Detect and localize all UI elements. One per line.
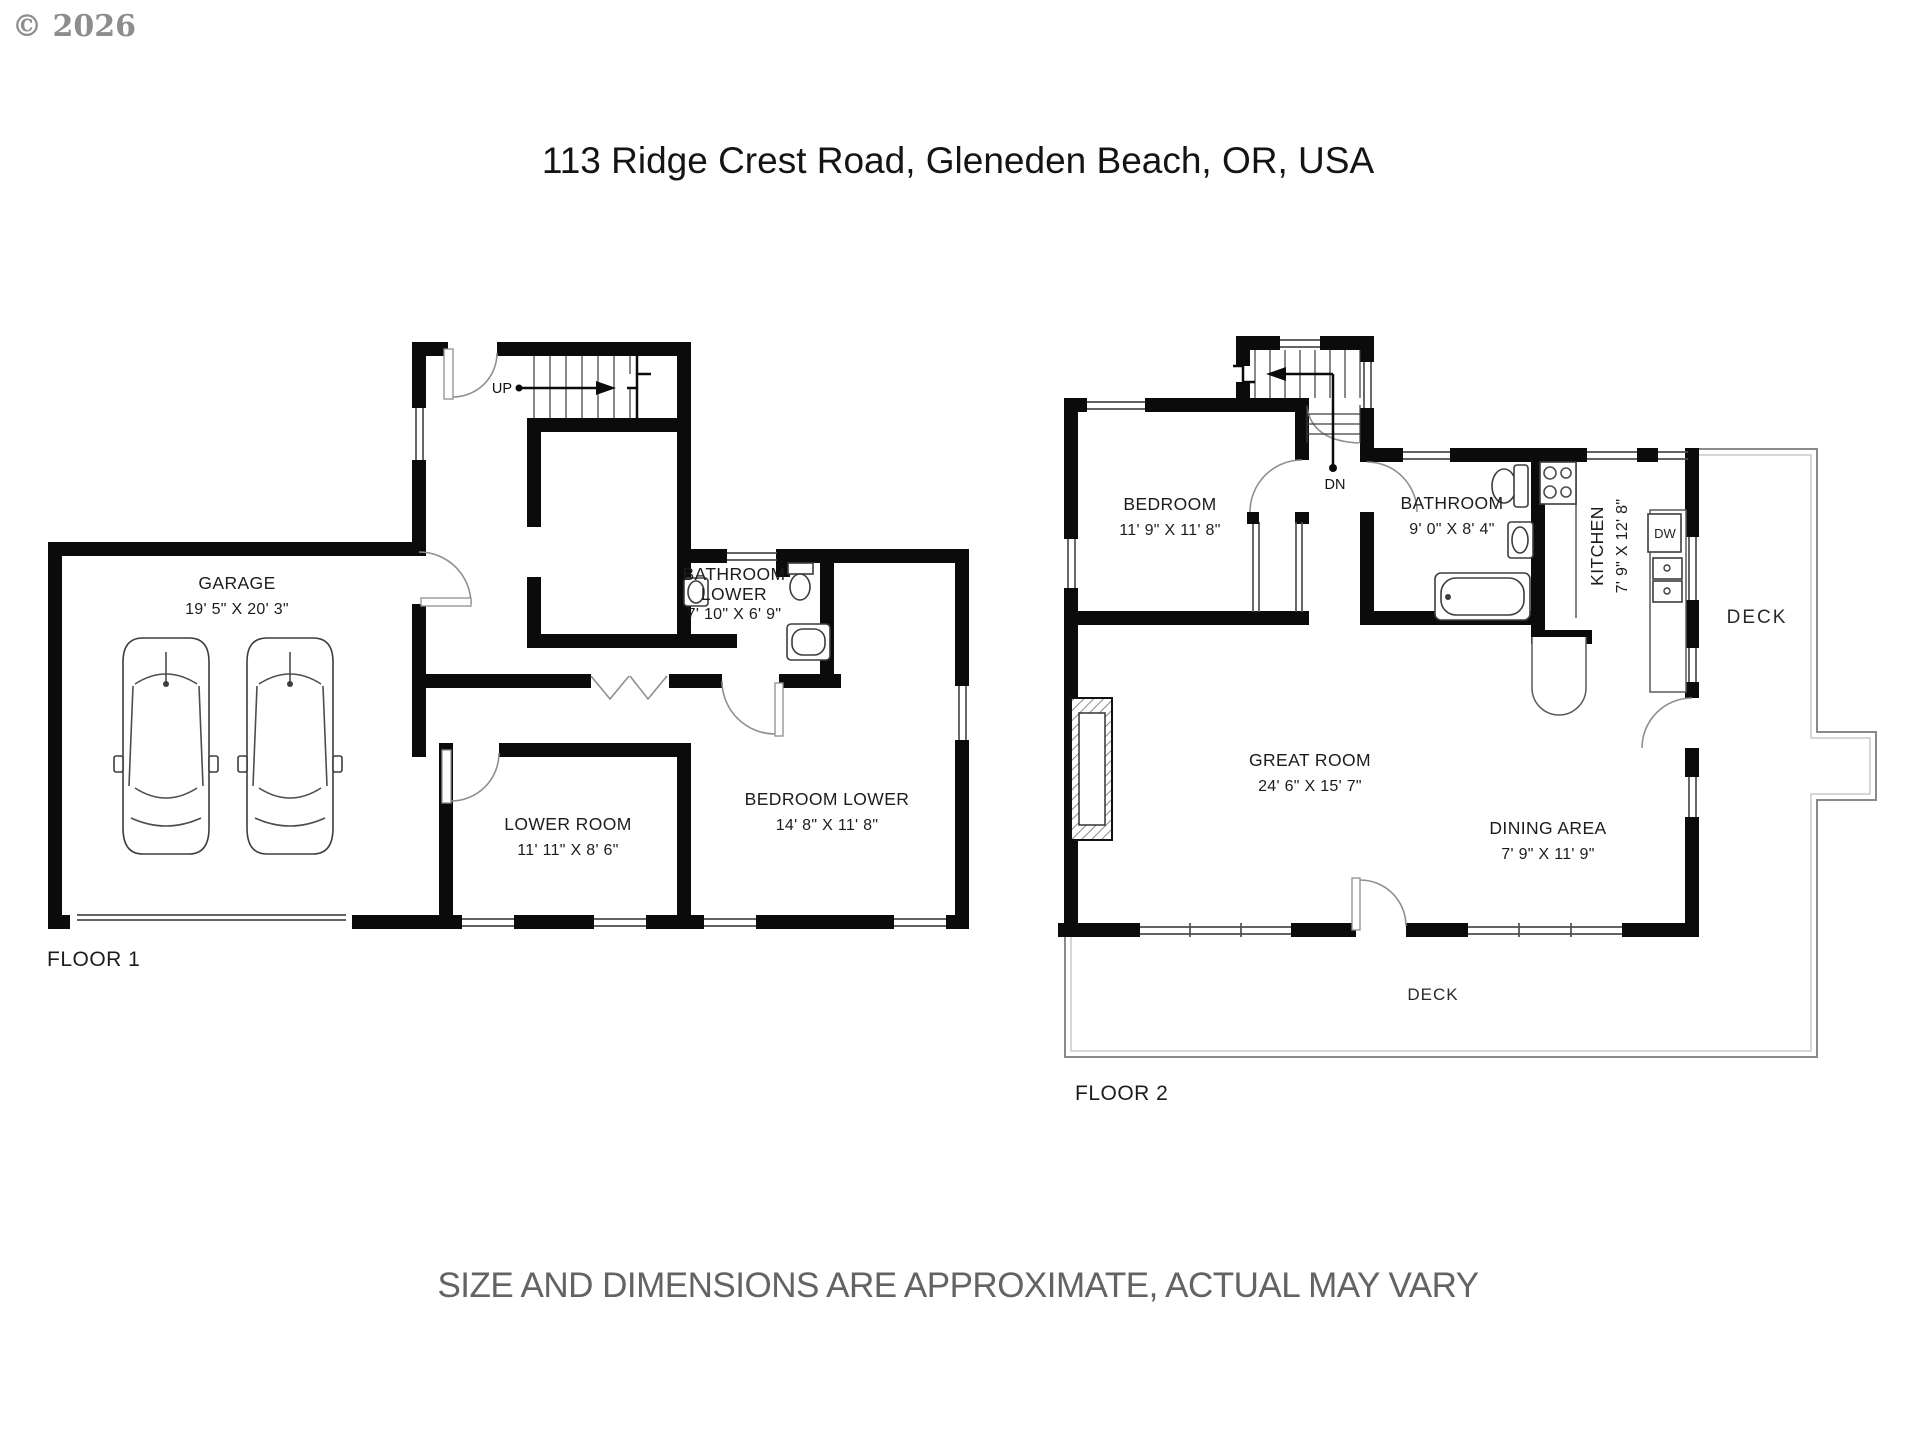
door-leaf <box>441 749 452 804</box>
garage-door <box>77 914 346 921</box>
page-title: 113 Ridge Crest Road, Gleneden Beach, OR… <box>542 140 1375 181</box>
sink-icon <box>1507 521 1534 559</box>
dishwasher: DW <box>1647 513 1682 553</box>
window <box>958 686 967 740</box>
room-label-garage: GARAGE <box>198 573 275 593</box>
window-group <box>1468 923 1622 937</box>
floor2-doors <box>1249 406 1693 931</box>
copyright-watermark: © 2026 <box>12 9 136 44</box>
window <box>704 918 756 927</box>
room-dims-bathroom: 9' 0" X 8' 4" <box>1409 521 1494 538</box>
room-label-lower-room: LOWER ROOM <box>504 814 631 834</box>
deck-bottom-label: DECK <box>1407 985 1458 1004</box>
kitchen-sink-icon <box>1652 557 1683 603</box>
closet-doors <box>1247 512 1303 612</box>
door-arc <box>721 680 776 735</box>
floor1-windows <box>77 408 967 927</box>
door-leaf <box>443 348 454 400</box>
dishwasher-label: DW <box>1654 526 1676 541</box>
window <box>1067 539 1076 588</box>
sink-icon <box>683 577 709 607</box>
door-leaf <box>1351 877 1361 931</box>
window <box>1658 451 1688 460</box>
kitchen-fixtures: DW <box>1531 461 1687 716</box>
floor1-plan: UP GARAGE 19' 5" X 20' 3" BATHROOM LOWER… <box>47 342 969 971</box>
window <box>594 918 646 927</box>
deck-right-label: DECK <box>1727 607 1788 628</box>
room-label-bathroom-lower-2: LOWER <box>701 584 767 604</box>
room-dims-great-room: 24' 6" X 15' 7" <box>1258 778 1362 795</box>
stove-icon <box>1539 461 1577 505</box>
stairs-up: UP <box>492 352 652 418</box>
room-label-bedroom-lower: BEDROOM LOWER <box>745 789 910 809</box>
window <box>462 918 514 927</box>
room-label-bathroom-lower: BATHROOM <box>682 564 785 584</box>
toilet-icon <box>787 562 814 601</box>
bifold-closet-doors <box>590 675 668 701</box>
window <box>1688 777 1697 817</box>
room-dims-dining-area: 7' 9" X 11' 9" <box>1501 846 1594 863</box>
window <box>1403 451 1450 460</box>
window <box>1363 362 1372 408</box>
window <box>1587 451 1637 460</box>
window <box>1087 401 1145 410</box>
floor1-walls <box>48 342 969 929</box>
room-label-kitchen: KITCHEN <box>1587 506 1607 586</box>
room-dims-kitchen: 7' 9" X 12' 8" <box>1614 499 1631 594</box>
floor2-walls <box>1058 336 1699 937</box>
door-arc <box>452 352 498 398</box>
floor1-label: FLOOR 1 <box>47 948 140 971</box>
stair-break-icon <box>627 372 651 390</box>
stairs-down: DN <box>1232 350 1361 493</box>
stair-arrow-icon <box>1266 367 1286 381</box>
stair-direction-label: UP <box>492 381 512 397</box>
disclaimer-text: SIZE AND DIMENSIONS ARE APPROXIMATE, ACT… <box>437 1266 1478 1305</box>
window <box>1688 648 1697 682</box>
room-label-dining-area: DINING AREA <box>1489 818 1606 838</box>
door-arc <box>1306 406 1360 444</box>
door-arc <box>1249 459 1303 513</box>
floor2-bathroom-fixtures <box>1434 464 1534 621</box>
window <box>1280 339 1320 348</box>
shower-icon <box>786 623 831 661</box>
room-dims-garage: 19' 5" X 20' 3" <box>185 601 289 618</box>
room-dims-lower-room: 11' 11" X 8' 6" <box>517 842 618 859</box>
fireplace <box>1070 697 1113 841</box>
kitchen-peninsula <box>1531 637 1587 716</box>
floor2-label: FLOOR 2 <box>1075 1082 1168 1105</box>
door-arc <box>1359 879 1407 927</box>
stair-break-icon <box>1233 364 1255 384</box>
floor1-doors <box>418 348 784 804</box>
window <box>894 918 946 927</box>
door-leaf <box>420 597 472 607</box>
door-arc <box>1366 461 1418 513</box>
room-label-great-room: GREAT ROOM <box>1249 750 1371 770</box>
window <box>415 408 424 460</box>
room-dims-bedroom-lower: 14' 8" X 11' 8" <box>776 817 879 834</box>
toilet-icon <box>1491 464 1529 508</box>
door-arc <box>450 752 500 802</box>
window-group <box>1140 923 1291 937</box>
window <box>727 552 777 561</box>
door-arc <box>418 551 472 605</box>
floor1-fixtures <box>113 562 831 855</box>
stair-direction-label: DN <box>1325 477 1346 493</box>
window <box>1688 537 1697 600</box>
floor2-windows <box>1067 339 1697 937</box>
room-label-bedroom: BEDROOM <box>1123 494 1216 514</box>
door-arc <box>1641 697 1693 749</box>
deck-outline <box>1064 448 1877 1058</box>
room-label-bathroom: BATHROOM <box>1400 493 1503 513</box>
stair-arrow-icon <box>596 381 616 395</box>
floor2-plan: DN DW <box>1058 336 1877 1105</box>
bathtub-icon <box>1434 572 1531 621</box>
door-leaf <box>774 682 784 737</box>
room-dims-bedroom: 11' 9" X 11' 8" <box>1119 522 1220 539</box>
room-dims-bathroom-lower: 7' 10" X 6' 9" <box>687 606 782 623</box>
